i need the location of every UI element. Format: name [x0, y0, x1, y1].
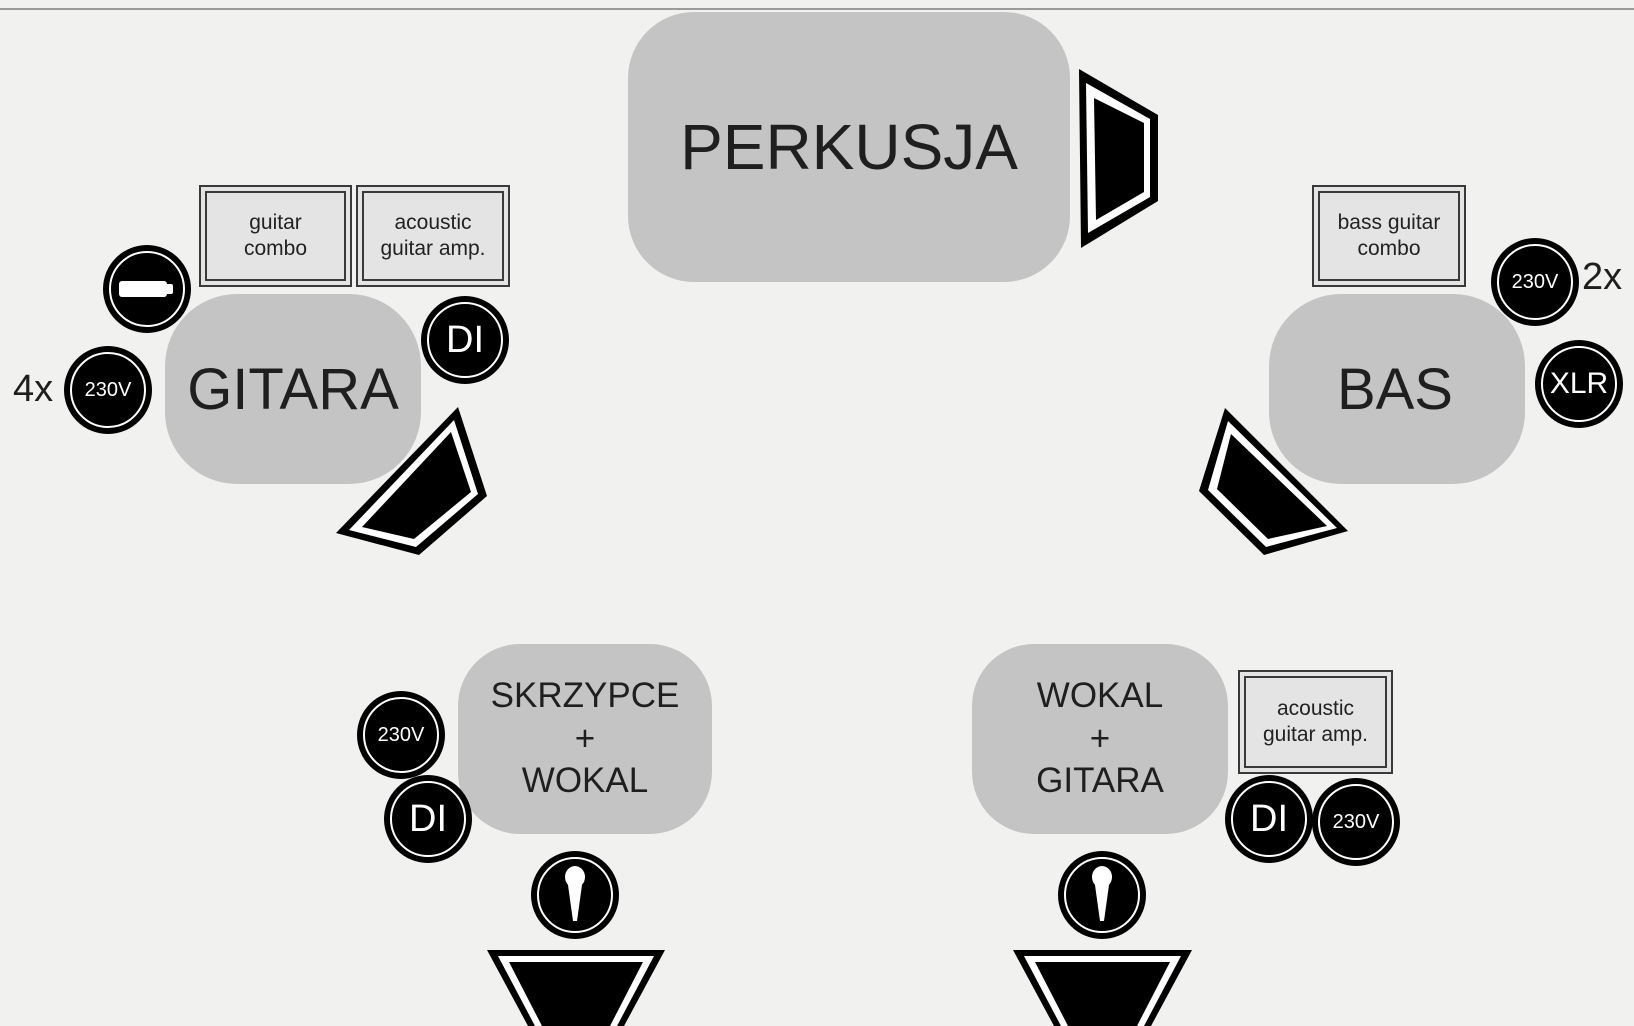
amp-guitar-combo: guitar combo	[199, 185, 352, 287]
bas-power-multiplier: 2x	[1582, 256, 1623, 298]
power-label: 230V	[1511, 270, 1559, 293]
gitara-power-230v-badge: 230V	[64, 346, 152, 434]
microphone-icon	[565, 866, 585, 921]
zone-skrzypce-wokal-label: SKRZYPCE + WOKAL	[490, 675, 680, 801]
power-label: 230V	[377, 723, 425, 746]
zone-gitara: GITARA	[165, 294, 421, 484]
amp-acoustic-guitar-wokal: acoustic guitar amp.	[1238, 670, 1393, 774]
guitar-cable-jack-icon	[119, 281, 173, 297]
monitor-wokal-wedge-icon	[1013, 950, 1192, 1026]
amp-acoustic-guitar-wokal-label: acoustic guitar amp.	[1244, 676, 1387, 768]
amp-bass-guitar-combo: bass guitar combo	[1312, 185, 1466, 287]
gitara-jack-badge	[103, 245, 191, 333]
di-label: DI	[409, 797, 447, 840]
zone-perkusja-label: PERKUSJA	[680, 111, 1018, 183]
amp-guitar-combo-label: guitar combo	[205, 191, 346, 281]
monitor-gitara-wedge-icon	[336, 407, 487, 555]
skrzypce-power-230v-badge: 230V	[357, 691, 445, 779]
gitara-di-badge: DI	[421, 296, 509, 384]
zone-wokal-gitara: WOKAL + GITARA	[972, 644, 1228, 834]
zone-skrzypce-wokal: SKRZYPCE + WOKAL	[458, 644, 712, 834]
microphone-icon	[1092, 866, 1112, 921]
power-label: 230V	[84, 378, 132, 401]
skrzypce-microphone-badge	[531, 851, 619, 939]
bas-power-230v-badge: 230V	[1491, 238, 1579, 326]
monitor-bas-wedge-icon	[1199, 408, 1348, 555]
di-label: DI	[1250, 797, 1288, 840]
zone-gitara-label: GITARA	[187, 356, 399, 422]
power-label: 230V	[1332, 810, 1380, 833]
amp-acoustic-guitar-gitara-label: acoustic guitar amp.	[362, 191, 504, 281]
amp-acoustic-guitar-gitara: acoustic guitar amp.	[356, 185, 510, 287]
di-label: DI	[446, 318, 484, 361]
wokal-di-badge: DI	[1225, 775, 1313, 863]
zone-bas-label: BAS	[1336, 356, 1453, 422]
zone-wokal-gitara-label: WOKAL + GITARA	[1036, 675, 1164, 801]
monitor-skrzypce-wedge-icon	[487, 950, 665, 1026]
zone-perkusja: PERKUSJA	[628, 12, 1070, 282]
amp-bass-guitar-combo-label: bass guitar combo	[1318, 191, 1460, 281]
zone-bas: BAS	[1269, 294, 1525, 484]
monitor-perkusja-wedge-icon	[1079, 69, 1158, 248]
skrzypce-di-badge: DI	[384, 775, 472, 863]
xlr-label: XLR	[1549, 367, 1609, 400]
wokal-power-230v-badge: 230V	[1312, 778, 1400, 866]
top-divider	[0, 8, 1634, 10]
gitara-power-multiplier: 4x	[13, 368, 54, 410]
bas-xlr-badge: XLR	[1535, 340, 1623, 428]
wokal-microphone-badge	[1058, 851, 1146, 939]
